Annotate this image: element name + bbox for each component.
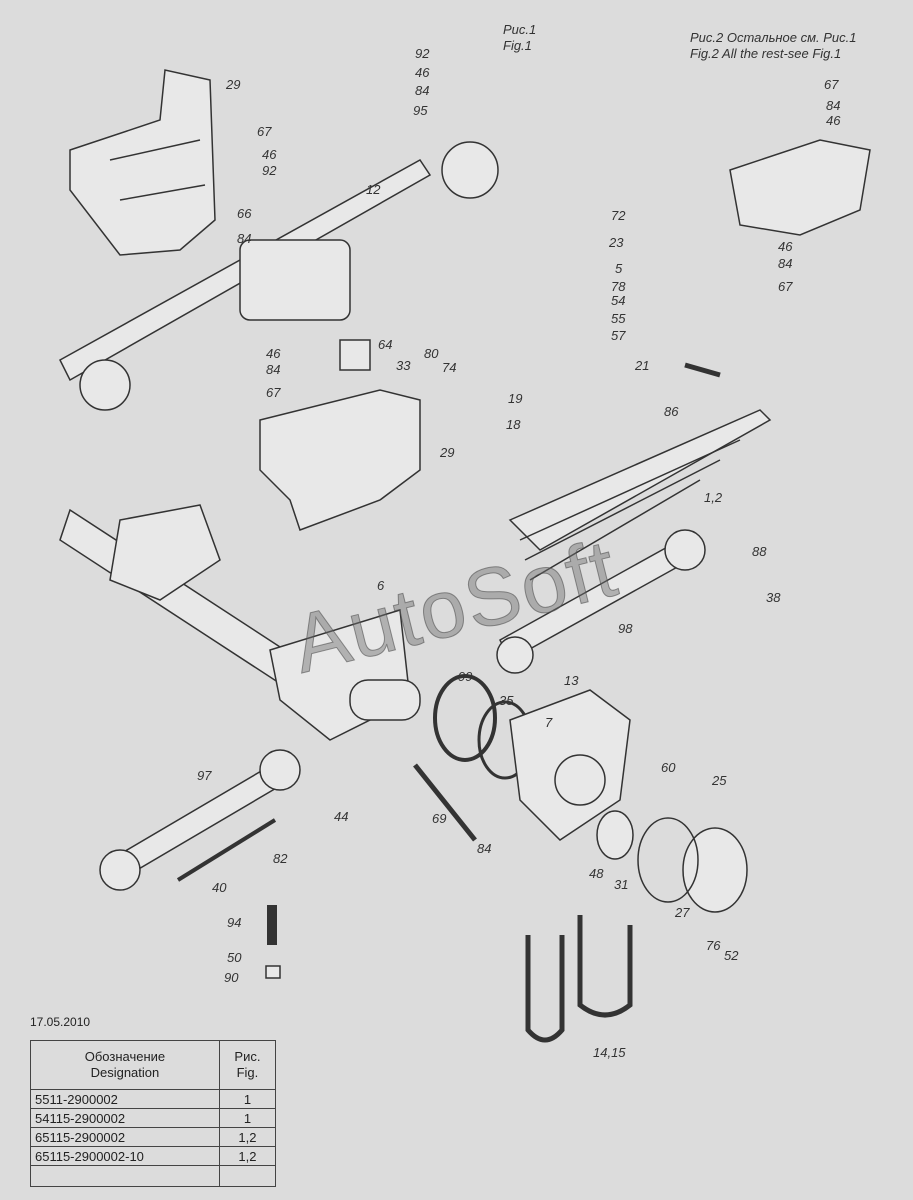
callout-label: 67 (778, 279, 793, 294)
callout-label: 80 (424, 346, 439, 361)
bracket-29-top (69, 69, 216, 256)
callout-label: 67 (266, 385, 281, 400)
callout-label: 48 (589, 866, 604, 881)
callout-label: 86 (664, 404, 679, 419)
callout-label: 13 (564, 673, 579, 688)
callout-label: 84 (237, 231, 252, 246)
callout-label: 92 (262, 163, 277, 178)
callout-label: 21 (635, 358, 650, 373)
callout-label: 19 (508, 391, 523, 406)
callout-label: 98 (618, 621, 633, 636)
callout-label: 57 (611, 328, 626, 343)
callout-label: 55 (611, 311, 626, 326)
callout-label: 67 (257, 124, 272, 139)
callout-label: 12 (366, 182, 381, 197)
callout-label: 76 (706, 938, 721, 953)
balance-axle-12 (59, 141, 499, 411)
callout-label: 60 (661, 760, 676, 775)
callout-label: 23 (609, 235, 624, 250)
axle-housing (59, 504, 421, 741)
callout-label: 84 (778, 256, 793, 271)
reaction-rod-98 (496, 529, 706, 674)
callout-label: 14,15 (593, 1045, 626, 1060)
callout-label: 92 (415, 46, 430, 61)
callout-label: 84 (477, 841, 492, 856)
callout-label: 31 (614, 877, 629, 892)
callout-label: 33 (396, 358, 411, 373)
callout-label: 82 (273, 851, 288, 866)
bracket-fig2 (729, 139, 871, 236)
callout-label: 90 (224, 970, 239, 985)
callout-label: 66 (237, 206, 252, 221)
callout-label: 99 (458, 669, 473, 684)
callout-label: 84 (266, 362, 281, 377)
callout-label: 18 (506, 417, 521, 432)
callout-label: 69 (432, 811, 447, 826)
trunnion-hub-7 (509, 689, 631, 841)
callout-label: 46 (826, 113, 841, 128)
callout-label: 46 (262, 147, 277, 162)
callout-label: 64 (378, 337, 393, 352)
callout-label: 95 (413, 103, 428, 118)
callout-label: 29 (440, 445, 455, 460)
callout-label: 46 (415, 65, 430, 80)
callout-label: 5 (615, 261, 623, 276)
callout-label: 44 (334, 809, 349, 824)
callout-label: 1,2 (704, 490, 723, 505)
callout-label: 52 (724, 948, 739, 963)
callout-label: 35 (499, 693, 514, 708)
bracket-29-mid (259, 339, 421, 531)
callout-label: 40 (212, 880, 227, 895)
callout-label: 67 (824, 77, 839, 92)
callout-label: 46 (266, 346, 281, 361)
callout-label: 88 (752, 544, 767, 559)
callout-label: 50 (227, 950, 242, 965)
callout-label: 27 (675, 905, 690, 920)
callout-label: 97 (197, 768, 212, 783)
reaction-rod-97 (99, 749, 301, 891)
callout-label: 84 (415, 83, 430, 98)
date: 17.05.2010 (30, 1015, 91, 1029)
callout-label: 54 (611, 293, 626, 308)
callout-label: 78 (611, 279, 626, 294)
callout-label: 7 (545, 715, 553, 730)
callout-label: 25 (712, 773, 727, 788)
callout-label: 29 (226, 77, 241, 92)
u-bolts-14-15 (525, 915, 633, 1043)
callout-label: 74 (442, 360, 457, 375)
callout-label: 38 (766, 590, 781, 605)
callout-label: 94 (227, 915, 242, 930)
leaf-spring (508, 409, 772, 581)
bolts-and-pins (176, 362, 721, 979)
callout-label: 46 (778, 239, 793, 254)
col-fig-header: Рис.Fig. (218, 1040, 277, 1090)
callout-label: 6 (377, 578, 385, 593)
callout-label: 72 (611, 208, 626, 223)
callout-label: 84 (826, 98, 841, 113)
hub-25-gasket-27 (596, 810, 748, 913)
